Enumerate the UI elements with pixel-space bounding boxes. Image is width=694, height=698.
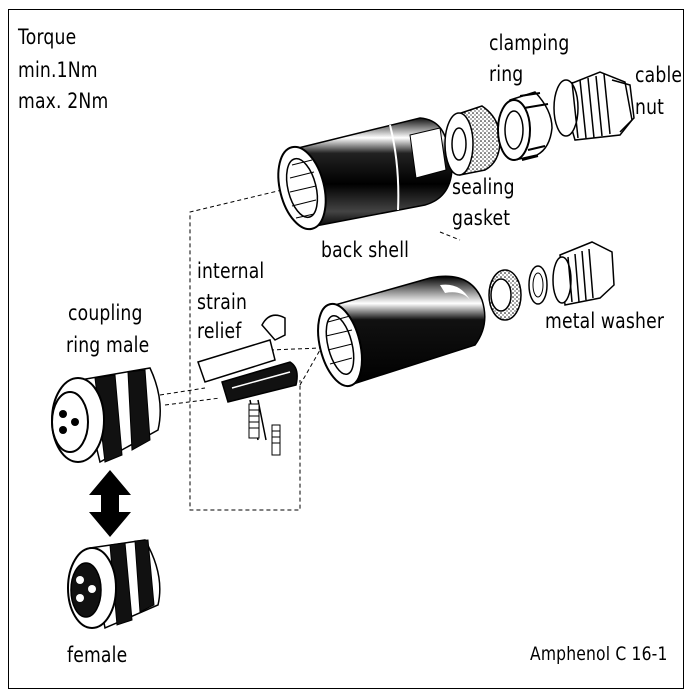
clamping-ring-label-line2: ring	[489, 62, 524, 86]
coupling-ring-female	[67, 539, 161, 630]
back-shell-upper	[277, 117, 453, 231]
torque-label-line1: Torque	[18, 25, 77, 49]
back-shell-label: back shell	[321, 238, 410, 262]
cable-nut-label-line1: cable	[635, 63, 683, 87]
sealing-gasket-lower	[488, 269, 522, 321]
metal-washer	[528, 265, 548, 305]
torque-label-line3: max. 2Nm	[18, 89, 109, 113]
internal-strain-relief-label-line2: strain	[197, 290, 248, 314]
clamping-ring-label-line1: clamping	[489, 31, 570, 55]
internal-strain-relief-label-line1: internal	[197, 259, 265, 283]
back-shell-lower	[317, 275, 486, 388]
mating-arrow-icon	[89, 470, 131, 537]
diagram-frame	[8, 9, 684, 689]
cable-nut-label-line2: nut	[635, 95, 665, 119]
coupling-ring-male	[51, 367, 161, 464]
model-label: Amphenol C 16-1	[530, 643, 668, 665]
sealing-gasket-label-line1: sealing	[452, 175, 515, 199]
internal-strain-relief-label-line3: relief	[197, 319, 242, 343]
cable-nut-upper	[553, 71, 635, 141]
cable-nut-lower	[552, 241, 615, 306]
metal-washer-label: metal washer	[545, 309, 665, 333]
assembly-guide-lines	[159, 189, 461, 511]
coupling-ring-male-label-line1: coupling	[68, 301, 143, 325]
sealing-gasket-upper	[444, 105, 501, 176]
clamping-ring-upper	[497, 91, 553, 161]
torque-label-line2: min.1Nm	[18, 58, 98, 82]
internal-strain-relief	[197, 314, 298, 456]
sealing-gasket-label-line2: gasket	[452, 206, 511, 230]
female-label: female	[67, 643, 128, 667]
coupling-ring-male-label-line2: ring male	[66, 333, 150, 357]
